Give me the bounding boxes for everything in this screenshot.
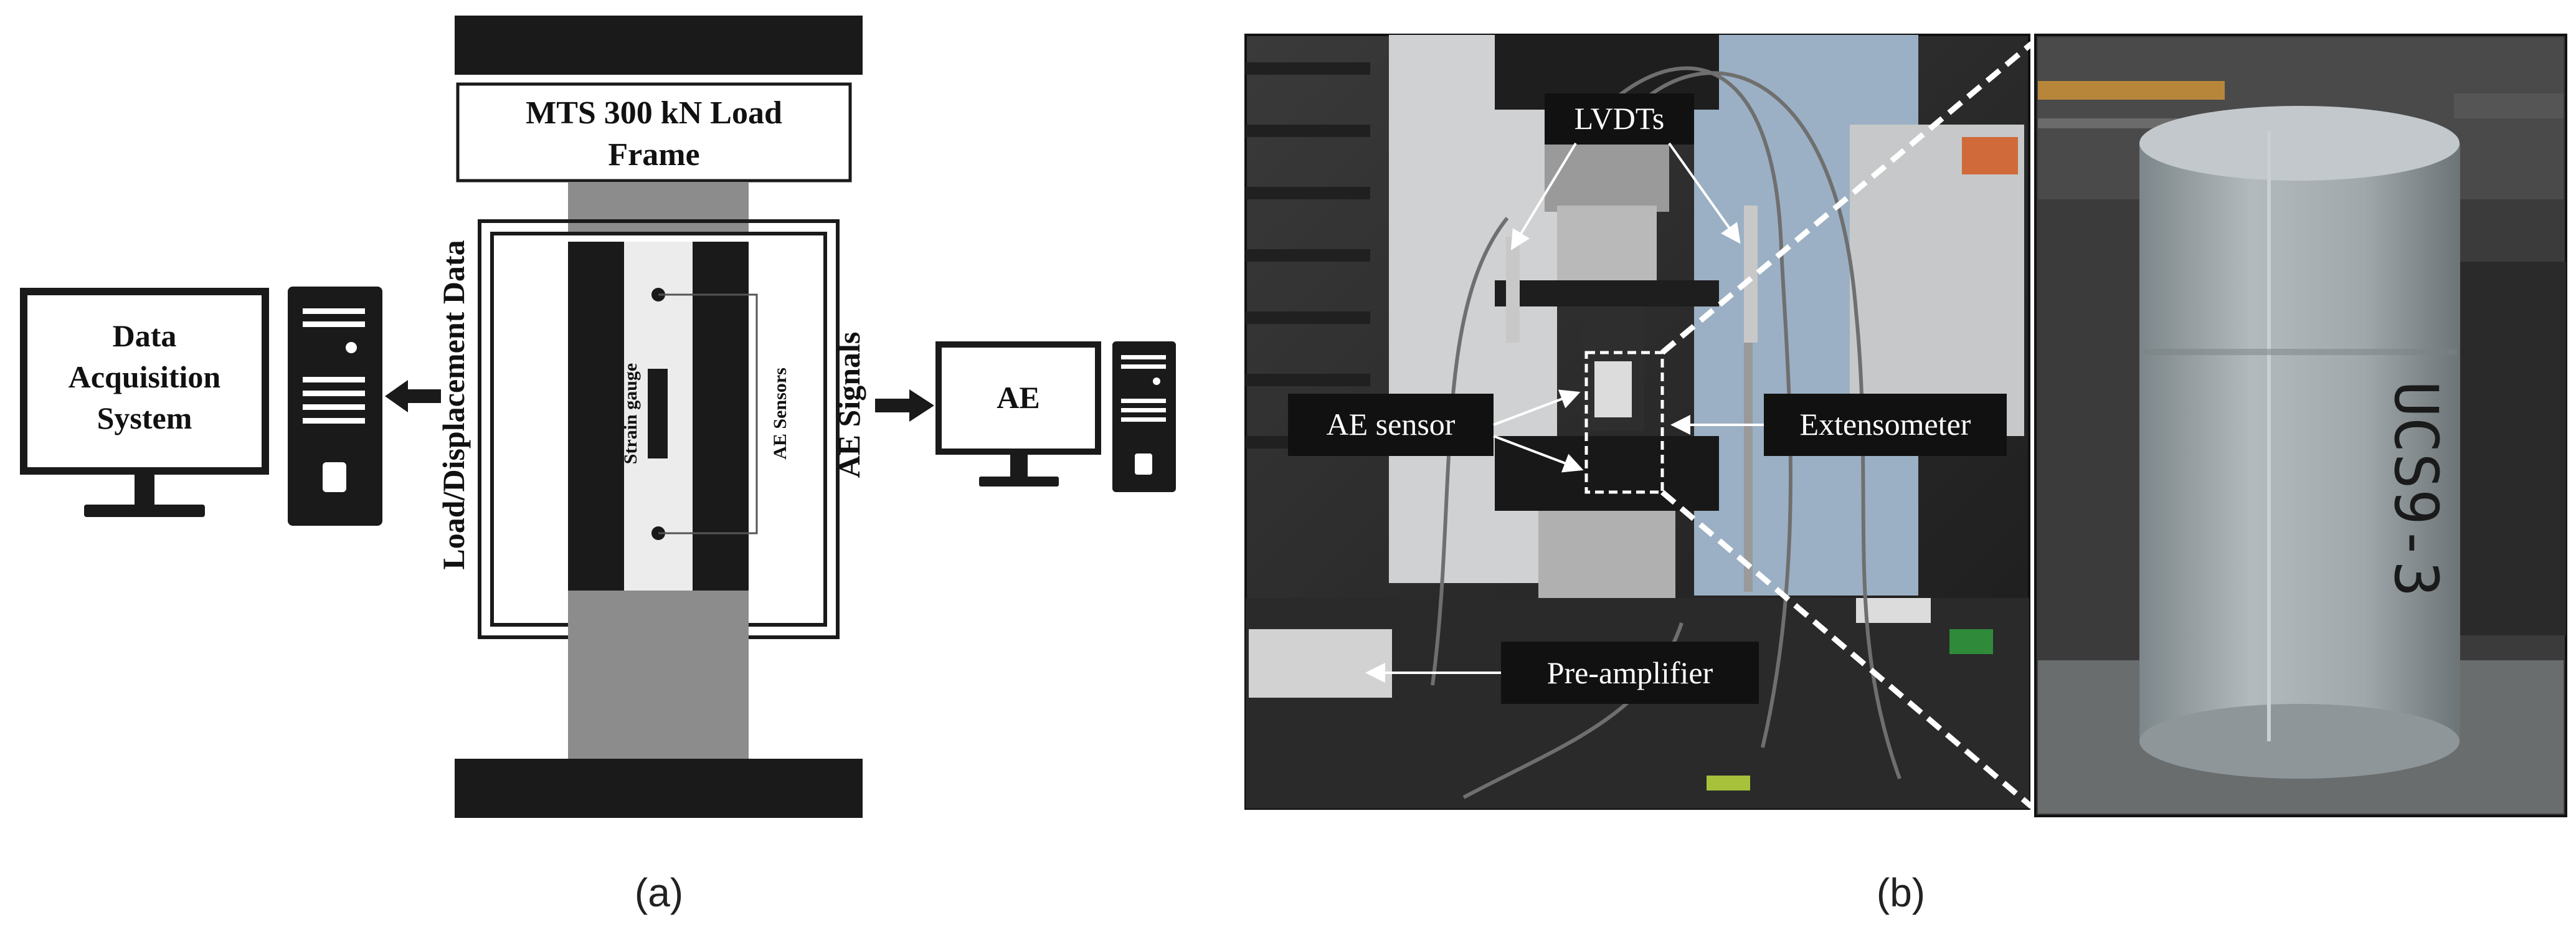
arrow-to-ae bbox=[875, 389, 934, 422]
lvdts-label: LVDTs bbox=[1574, 101, 1665, 136]
ae-sensor-lead bbox=[658, 293, 758, 534]
ae-sensor-label: AE sensor bbox=[1327, 407, 1456, 442]
caption-b: (b) bbox=[1877, 870, 1925, 915]
specimen-photo: UCS9-3 bbox=[2034, 34, 2567, 817]
label-extensometer: Extensometer bbox=[1764, 394, 2007, 456]
ae-monitor-label: AE bbox=[997, 380, 1039, 415]
caption-a: (a) bbox=[635, 870, 683, 915]
extensometer-label: Extensometer bbox=[1800, 407, 1971, 442]
daq-line2: Acquisition bbox=[69, 359, 221, 394]
bottom-crosshead bbox=[455, 759, 863, 818]
frame-title-line1: MTS 300 kN Load bbox=[526, 95, 782, 131]
daq-line1: Data bbox=[113, 318, 177, 353]
strain-gauge-label: Strain gauge bbox=[620, 363, 641, 465]
arrow-to-daq bbox=[385, 380, 441, 412]
label-ae-sensor: AE sensor bbox=[1288, 394, 1494, 456]
bottom-platen bbox=[568, 591, 749, 759]
ae-monitor: AE bbox=[935, 341, 1101, 487]
ae-sensors-label: AE Sensors bbox=[770, 368, 790, 460]
load-displacement-label: Load/Displacement Data bbox=[436, 240, 471, 569]
setup-photo: LVDTs AE sensor Extensometer Pre-amplifi… bbox=[1244, 34, 2030, 810]
top-crosshead bbox=[455, 16, 863, 75]
left-loading-column bbox=[568, 242, 624, 591]
top-platen bbox=[568, 182, 749, 240]
panel-b-photos: LVDTs AE sensor Extensometer Pre-amplifi… bbox=[1244, 34, 2567, 915]
specimen-marking: UCS9-3 bbox=[2381, 381, 2451, 597]
label-lvdts: LVDTs bbox=[1545, 93, 1694, 145]
frame-title-box bbox=[456, 82, 852, 183]
strain-gauge bbox=[648, 369, 668, 458]
daq-line3: System bbox=[97, 401, 192, 435]
daq-monitor: Data Acquisition System bbox=[20, 288, 269, 517]
ae-computer-tower bbox=[1112, 341, 1176, 492]
sensor-callout-box bbox=[1584, 351, 1664, 494]
ae-signals-label: AE Signals bbox=[831, 332, 866, 478]
panel-a-schematic: MTS 300 kN Load Frame Strain gauge AE Se… bbox=[20, 16, 1176, 915]
label-preamplifier: Pre-amplifier bbox=[1501, 642, 1759, 704]
daq-computer-tower bbox=[288, 287, 382, 526]
frame-title-line2: Frame bbox=[608, 137, 699, 173]
preamp-label: Pre-amplifier bbox=[1547, 655, 1713, 690]
zoom-lines bbox=[1660, 41, 2034, 809]
